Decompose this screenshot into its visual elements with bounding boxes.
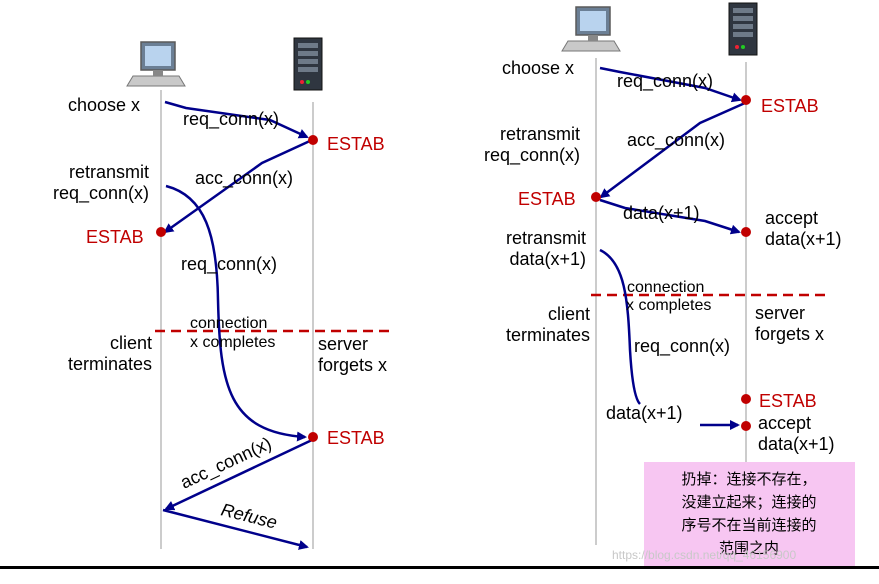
discard-note-line-4: 范围之内 xyxy=(718,539,779,557)
x-completes-label: x completes xyxy=(626,297,711,314)
discard-note-line-1: 扔掉：连接不存在， xyxy=(681,470,817,488)
retransmit-data-label: retransmit xyxy=(506,228,586,248)
accept-dot-1 xyxy=(741,227,751,237)
client-label: client xyxy=(110,333,152,353)
connection-label: connection xyxy=(627,279,704,296)
accept-label-2: accept xyxy=(758,413,811,433)
acc-conn-arrow-2 xyxy=(164,438,313,511)
accept-data-label-2: data(x+1) xyxy=(758,434,835,454)
req-conn-label-1: req_conn(x) xyxy=(183,109,279,130)
terminates-label: terminates xyxy=(68,354,152,374)
client-computer-icon xyxy=(561,6,621,52)
right-scenario: choose x req_conn(x) ESTAB retransmit re… xyxy=(484,2,842,545)
estab-dot-client xyxy=(156,227,166,237)
req-conn-label-1: req_conn(x) xyxy=(617,71,713,92)
connection-label: connection xyxy=(190,315,267,332)
bottom-rule xyxy=(0,566,879,569)
discard-note: 扔掉：连接不存在， 没建立起来；连接的 序号不在当前连接的 范围之内 xyxy=(646,468,852,560)
server-tower-icon xyxy=(293,37,323,91)
forgets-x-label: forgets x xyxy=(755,324,824,344)
estab-dot-server-2 xyxy=(741,394,751,404)
req-conn-retransmit-arrow xyxy=(165,184,307,442)
req-conn-arrow-1 xyxy=(164,100,309,139)
acc-conn-arrow-1 xyxy=(599,101,746,199)
req-conn-label-2: req_conn(x) xyxy=(181,254,277,275)
accept-data-label-1: data(x+1) xyxy=(765,229,842,249)
retransmit-req-label: req_conn(x) xyxy=(53,183,149,204)
estab-label-client: ESTAB xyxy=(518,189,576,209)
discard-note-line-3: 序号不在当前连接的 xyxy=(681,516,817,534)
x-completes-label: x completes xyxy=(190,334,275,351)
retransmit-req-label: req_conn(x) xyxy=(484,145,580,166)
terminates-label: terminates xyxy=(506,325,590,345)
data-arrow-1 xyxy=(599,198,741,235)
choose-x-label: choose x xyxy=(502,58,574,78)
server-tower-icon xyxy=(728,2,758,56)
server-label: server xyxy=(318,334,368,354)
req-conn-arrow-1 xyxy=(599,66,742,103)
req-conn-label-2: req_conn(x) xyxy=(634,336,730,357)
estab-dot-client xyxy=(591,192,601,202)
server-label: server xyxy=(755,303,805,323)
acc-conn-label-1: acc_conn(x) xyxy=(195,168,293,189)
retransmit-label: retransmit xyxy=(500,124,580,144)
accept-dot-2 xyxy=(741,421,751,431)
estab-dot-server-1 xyxy=(741,95,751,105)
choose-x-label: choose x xyxy=(68,95,140,115)
retransmit-label: retransmit xyxy=(69,162,149,182)
estab-label-server-1: ESTAB xyxy=(327,134,385,154)
estab-label-server-1: ESTAB xyxy=(761,96,819,116)
estab-label-server-2: ESTAB xyxy=(759,391,817,411)
client-label: client xyxy=(548,304,590,324)
discard-note-box xyxy=(644,462,855,566)
client-computer-icon xyxy=(126,41,186,87)
retransmit-data-value-label: data(x+1) xyxy=(509,249,586,269)
accept-label-1: accept xyxy=(765,208,818,228)
data-label-2: data(x+1) xyxy=(606,403,683,423)
estab-dot-server-2 xyxy=(308,432,318,442)
left-scenario: choose x req_conn(x) ESTAB retransmit re… xyxy=(53,37,395,550)
watermark: https://blog.csdn.net/qq_46156900 xyxy=(612,548,797,562)
forgets-x-label: forgets x xyxy=(318,355,387,375)
acc-conn-label-1: acc_conn(x) xyxy=(627,130,725,151)
estab-label-client: ESTAB xyxy=(86,227,144,247)
data-label-1: data(x+1) xyxy=(623,203,700,223)
refuse-arrow xyxy=(162,508,309,550)
acc-conn-arrow-1 xyxy=(163,138,313,234)
estab-dot-server-1 xyxy=(308,135,318,145)
estab-label-server-2: ESTAB xyxy=(327,428,385,448)
req-conn-retransmit-arrow xyxy=(599,248,641,405)
discard-note-line-2: 没建立起来；连接的 xyxy=(681,493,817,511)
